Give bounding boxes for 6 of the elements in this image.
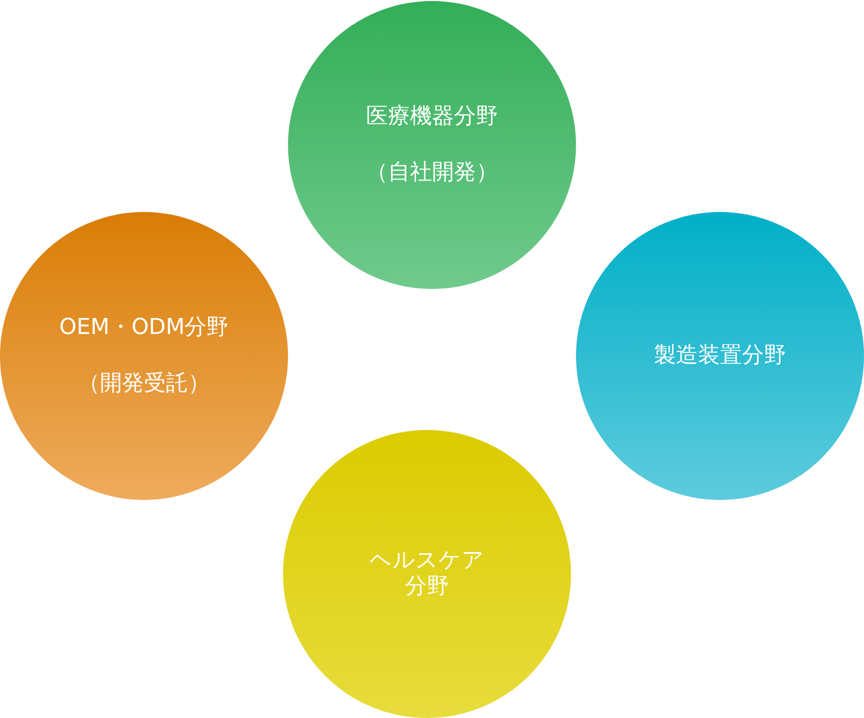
circle-label: ヘルスケア分野 xyxy=(368,548,486,600)
circle-label: （開発受託） xyxy=(78,371,210,398)
circle-label: OEM・ODM分野 xyxy=(59,314,229,341)
circle-label: （自社開発） xyxy=(366,160,498,186)
circle-label: 製造装置分野 xyxy=(654,342,786,370)
circle-label: 医療機器分野 xyxy=(366,104,498,130)
